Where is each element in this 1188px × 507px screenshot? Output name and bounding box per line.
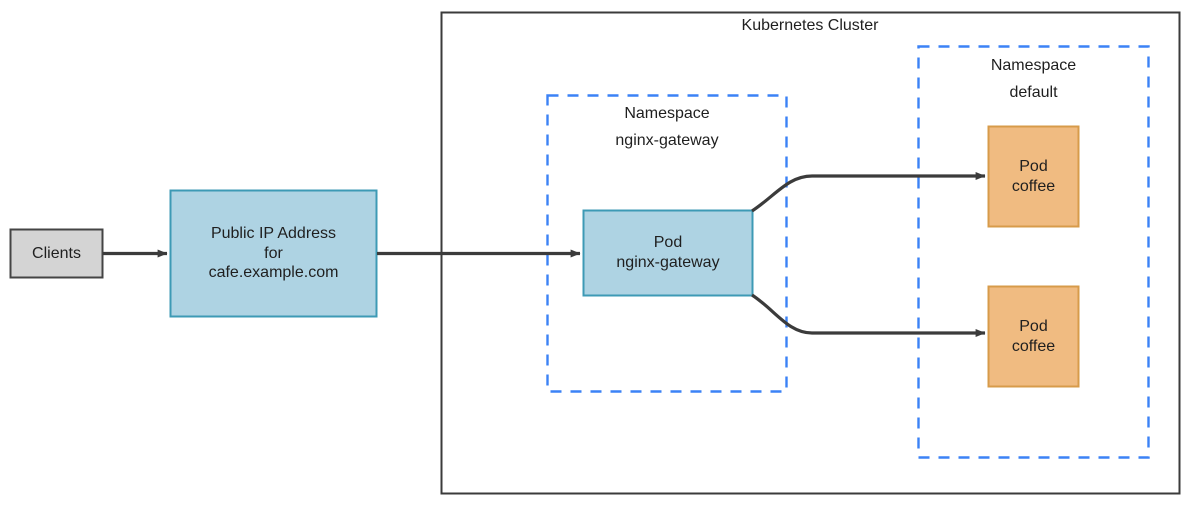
namespace-nginx-gateway-boundary	[546, 94, 788, 393]
pod-coffee-bottom-box	[987, 285, 1080, 388]
namespace-nginx-gateway-title-line2: nginx-gateway	[615, 132, 719, 149]
namespace-nginx-gateway-title-line1: Namespace	[624, 105, 710, 122]
namespace-default-title-line1: Namespace	[990, 57, 1077, 74]
pod-nginx-gateway-box	[582, 209, 754, 297]
connector-gateway-to-coffee-bottom	[751, 293, 986, 337]
public-ip-box	[169, 189, 378, 318]
namespace-default-title-line2: default	[1009, 84, 1058, 101]
kubernetes-cluster-title: Kubernetes Cluster	[741, 17, 879, 34]
clients-box	[9, 228, 104, 279]
namespace-default-boundary	[917, 45, 1150, 459]
pod-coffee-top-box	[987, 125, 1080, 228]
connector-gateway-to-coffee-top	[751, 172, 986, 213]
